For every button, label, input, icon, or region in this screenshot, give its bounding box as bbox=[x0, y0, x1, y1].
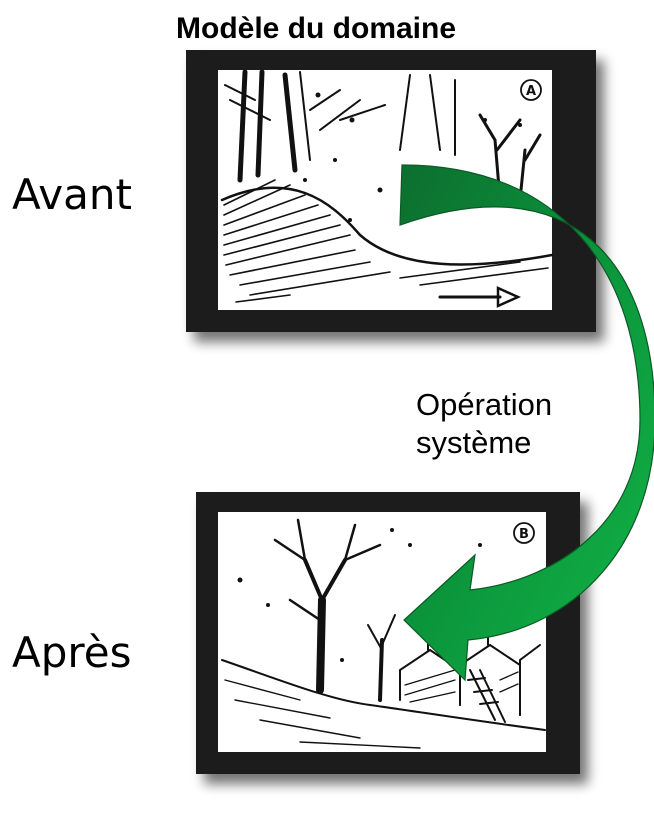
curved-arrow-shape bbox=[399, 164, 654, 682]
before-panel: A bbox=[186, 50, 596, 332]
operation-label-line2: système bbox=[416, 425, 532, 460]
before-label: Avant bbox=[12, 170, 132, 219]
operation-arrow bbox=[399, 164, 654, 682]
after-panel: B bbox=[196, 492, 580, 774]
before-sketch bbox=[220, 69, 554, 308]
diagram-title: Modèle du domaine bbox=[176, 12, 457, 45]
after-sketch bbox=[221, 518, 546, 749]
operation-label: Opération système bbox=[416, 386, 552, 462]
operation-label-line1: Opération bbox=[416, 387, 553, 422]
after-panel-tag: B bbox=[519, 527, 529, 542]
after-label: Après bbox=[12, 628, 132, 677]
after-panel-tag-circle bbox=[513, 522, 535, 544]
before-panel-tag-circle bbox=[520, 79, 542, 101]
before-panel-tag: A bbox=[526, 84, 536, 99]
